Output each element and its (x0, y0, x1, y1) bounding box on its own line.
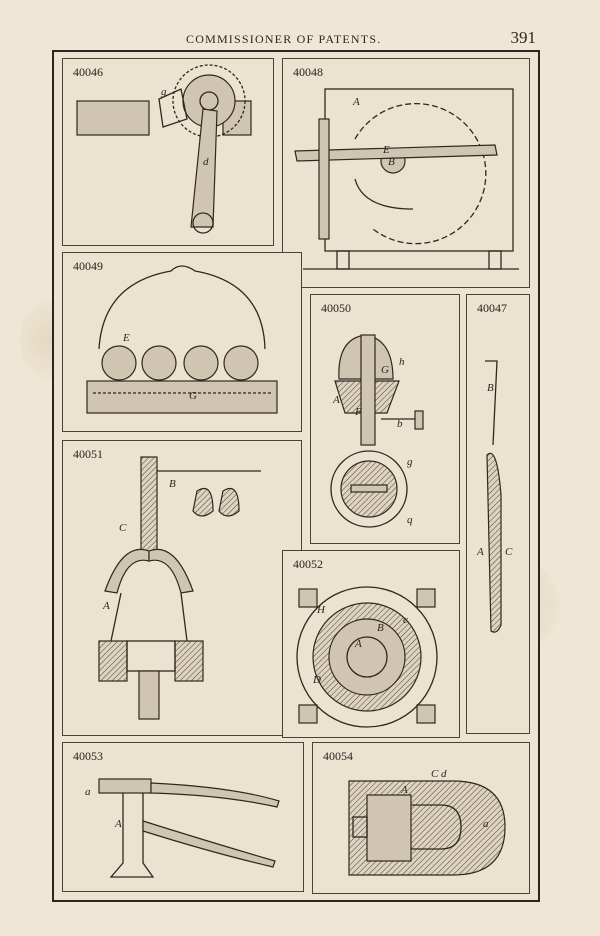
running-title: COMMISSIONER OF PATENTS. (186, 32, 382, 46)
figure-40054: 40054 A C d a (312, 742, 530, 894)
figure-40052-drawing: H B A c D (296, 586, 438, 728)
figure-40049-drawing: E G (86, 265, 278, 414)
figure-40048-drawing: A E B (294, 88, 519, 270)
label-A: A (332, 394, 340, 406)
page-number: 391 (510, 28, 537, 47)
page-header: COMMISSIONER OF PATENTS. 391 (0, 28, 600, 50)
figure-number: 40047 (475, 301, 509, 316)
label-H: H (316, 604, 326, 616)
label-C: C (431, 768, 439, 780)
label-a: a (483, 818, 489, 830)
figure-number: 40050 (319, 301, 353, 316)
figure-40053: 40053 a A (62, 742, 304, 892)
label-d: d (441, 768, 447, 780)
label-C: C (119, 522, 127, 534)
figure-40049: 40049 E G (62, 252, 302, 432)
label-h: h (399, 356, 405, 368)
figure-40051: 40051 B C A (62, 440, 302, 736)
figure-40050-drawing: h G A F b g q (330, 334, 424, 528)
figure-40054-drawing: A C d a (348, 768, 506, 876)
figure-40047-drawing: B A C (476, 360, 513, 633)
figure-number: 40049 (71, 259, 105, 274)
label-G: G (381, 364, 389, 376)
label-g: g (161, 86, 167, 98)
label-A: A (476, 546, 484, 558)
label-b: b (397, 418, 403, 430)
figure-number: 40052 (291, 557, 325, 572)
figure-40048: 40048 A E B (282, 58, 530, 288)
label-a: a (85, 786, 91, 798)
figure-40052: 40052 H B A c D (282, 550, 460, 738)
label-q: q (407, 514, 413, 526)
label-D: D (312, 674, 321, 686)
label-F: F (354, 406, 362, 418)
label-A: A (352, 96, 360, 108)
label-E: E (122, 332, 130, 344)
label-B: B (377, 622, 384, 634)
label-B: B (169, 478, 176, 490)
figure-40053-drawing: a A (85, 778, 280, 878)
label-C: C (505, 546, 513, 558)
label-A: A (354, 638, 362, 650)
figure-number: 40051 (71, 447, 105, 462)
figure-40046: 40046 g d (62, 58, 274, 246)
figure-number: 40054 (321, 749, 355, 764)
label-G: G (189, 390, 197, 402)
label-A: A (114, 818, 122, 830)
figure-number: 40046 (71, 65, 105, 80)
figure-40046-drawing: g d (76, 64, 252, 234)
patent-drawings-plate: 40046 g d 40048 A E B (52, 50, 540, 902)
figure-40047: 40047 B A C (466, 294, 530, 734)
label-B: B (388, 156, 395, 168)
label-A: A (400, 784, 408, 796)
label-d: d (203, 156, 209, 168)
figure-40050: 40050 h G A F b g q (310, 294, 460, 544)
label-B: B (487, 382, 494, 394)
figure-number: 40048 (291, 65, 325, 80)
label-A: A (102, 600, 110, 612)
label-g: g (407, 456, 413, 468)
figure-number: 40053 (71, 749, 105, 764)
label-E: E (382, 144, 390, 156)
label-c: c (403, 614, 408, 626)
figure-40051-drawing: B C A (98, 456, 261, 720)
